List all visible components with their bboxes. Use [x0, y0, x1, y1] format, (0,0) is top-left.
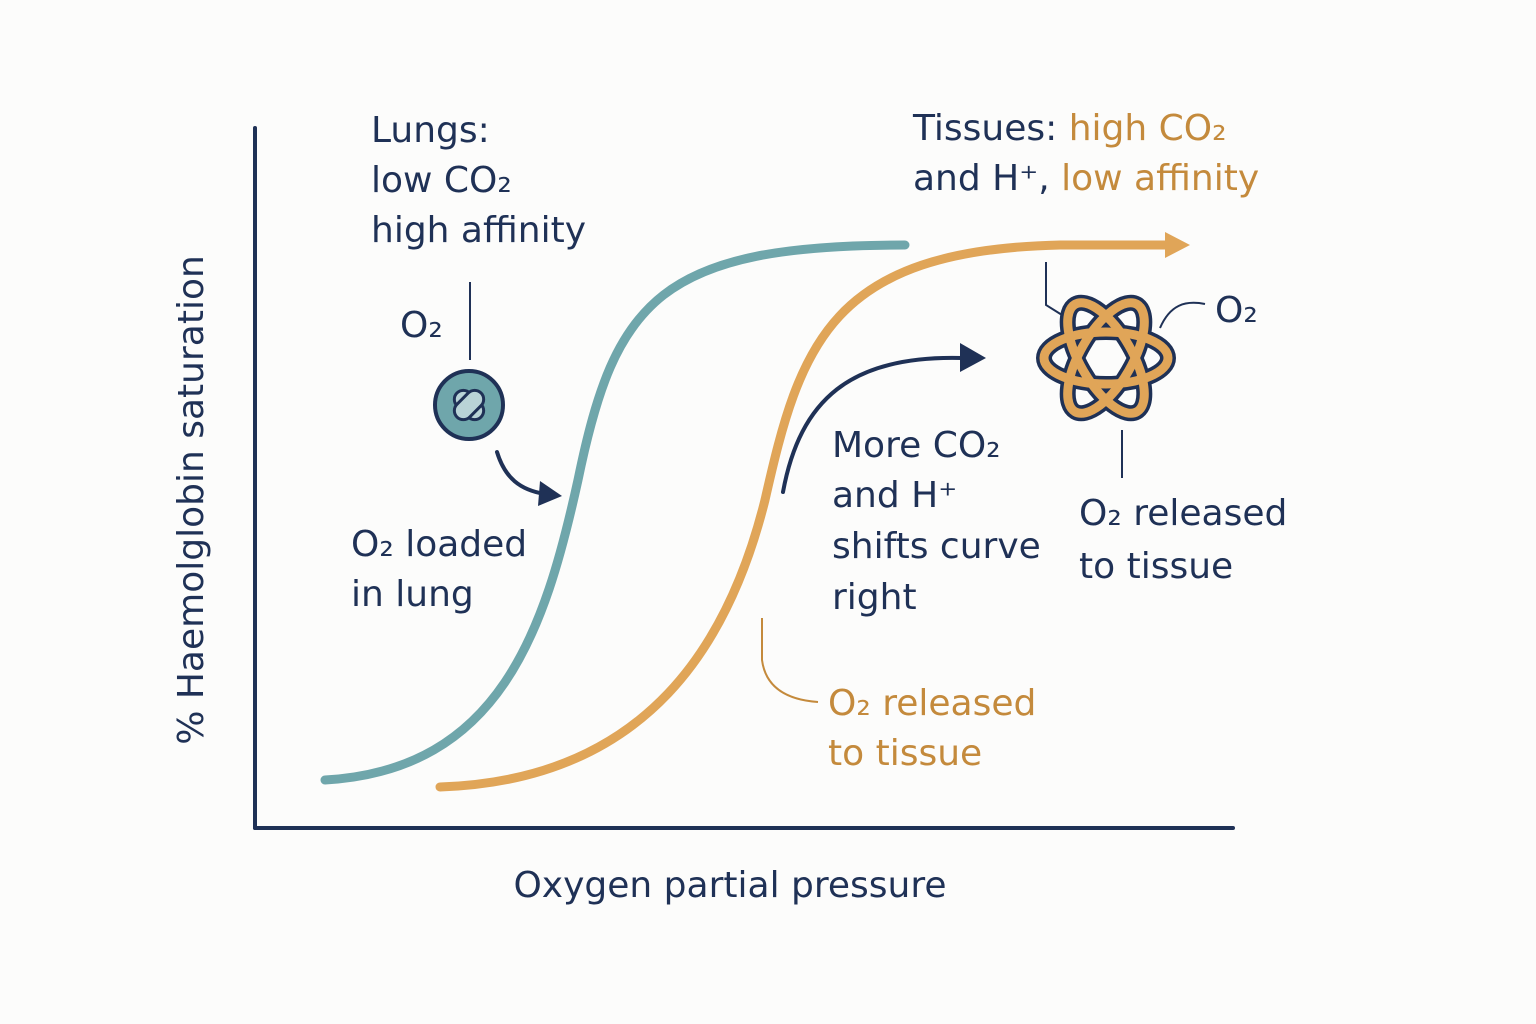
axes — [253, 126, 1235, 830]
lung-curve — [320, 240, 910, 785]
curve-release-text-2: to tissue — [828, 733, 982, 774]
lung-loading-arrow — [495, 450, 547, 496]
tissue-curve — [435, 240, 1173, 792]
lungs-o2-label: O₂ — [400, 305, 443, 346]
tissues-line2-navy: and H⁺, — [913, 158, 1061, 199]
lungs-affinity-text: high affinity — [371, 210, 586, 251]
tissues-title-gold: high CO₂ — [1069, 108, 1227, 149]
tissues-released-text-2: to tissue — [1079, 546, 1233, 587]
tissue-molecule-pointer-left — [1045, 262, 1063, 316]
tissues-line2-gold: low affinity — [1061, 158, 1259, 199]
curve-release-text-1: O₂ released — [828, 683, 1036, 724]
y-axis-label: % Haemolglobin saturation — [171, 255, 212, 745]
tissue-curve-arrowhead — [1165, 232, 1190, 258]
tissues-title-navy: Tissues: — [912, 108, 1069, 149]
knot-molecule-icon — [1036, 294, 1176, 422]
hemoglobin-molecule-icon — [433, 369, 505, 441]
lungs-title: Lungs: — [371, 110, 490, 151]
lung-loading-arrowhead — [538, 481, 562, 506]
shift-text-1: More CO₂ — [832, 425, 1001, 466]
lungs-loaded-text-1: O₂ loaded — [351, 524, 527, 565]
tissues-released-text-1: O₂ released — [1079, 493, 1287, 534]
lungs-loaded-text-2: in lung — [351, 574, 474, 615]
curve-release-pointer — [761, 618, 819, 703]
shift-arrow — [781, 355, 964, 494]
lungs-co2-text: low CO₂ — [371, 160, 512, 201]
tissues-title: Tissues: high CO₂ — [912, 108, 1227, 149]
x-axis-label: Oxygen partial pressure — [513, 865, 946, 906]
shift-text-2: and H⁺ — [832, 475, 957, 516]
shift-arrowhead — [960, 343, 986, 372]
tissue-o2-pointer — [1159, 301, 1206, 329]
tissue-o2-label: O₂ — [1215, 290, 1258, 331]
shift-text-3: shifts curve — [832, 526, 1041, 567]
shift-text-4: right — [832, 577, 917, 618]
tissues-line2: and H⁺, low affinity — [913, 158, 1259, 199]
